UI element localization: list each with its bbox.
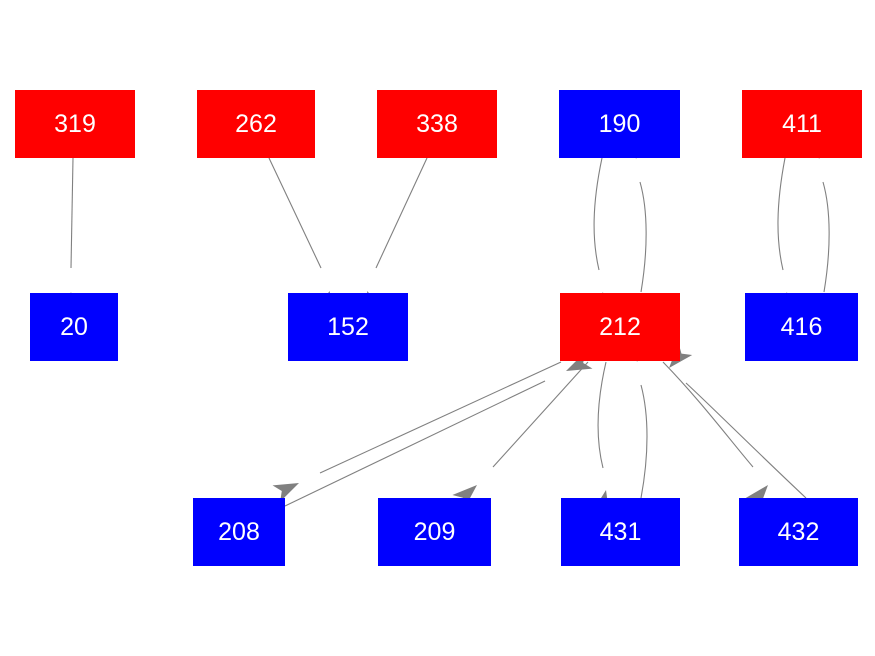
graph-edge-212-to-209 [452,361,589,509]
graph-node-190[interactable]: 190 [559,90,680,158]
graph-edge-432-to-212 [669,343,807,499]
graph-node-208[interactable]: 208 [193,498,285,566]
arrowhead-icon [566,352,593,371]
node-label: 338 [416,109,458,138]
node-label: 416 [780,312,823,341]
node-label: 209 [413,517,456,546]
node-label: 411 [782,109,822,138]
node-label: 319 [54,109,96,138]
node-label: 262 [235,109,277,138]
node-label: 431 [599,517,642,546]
arrowhead-icon [745,485,768,510]
graph-edge-212-to-431 [591,361,610,517]
node-label: 190 [598,109,641,138]
graph-node-416[interactable]: 416 [745,293,858,361]
graph-edge-212-to-432 [662,361,768,510]
graph-node-212[interactable]: 212 [560,293,680,361]
graph-node-338[interactable]: 338 [377,90,497,158]
graph-edge-212-to-208 [272,361,562,502]
node-label: 152 [327,312,369,341]
graph-node-432[interactable]: 432 [739,498,858,566]
graph-node-431[interactable]: 431 [561,498,680,566]
graph-edge-208-to-212 [284,352,593,507]
graph-node-319[interactable]: 319 [15,90,135,158]
graph-node-152[interactable]: 152 [288,293,408,361]
arrowhead-icon [669,343,693,368]
arrowhead-icon [272,483,299,502]
node-label: 212 [599,312,641,341]
arrowhead-icon [452,485,477,509]
graph-node-20[interactable]: 20 [30,293,118,361]
graph-node-262[interactable]: 262 [197,90,315,158]
node-label: 20 [60,312,88,341]
graph-node-209[interactable]: 209 [378,498,491,566]
node-label: 208 [218,517,260,546]
node-label: 432 [777,517,820,546]
graph-node-411[interactable]: 411 [742,90,862,158]
